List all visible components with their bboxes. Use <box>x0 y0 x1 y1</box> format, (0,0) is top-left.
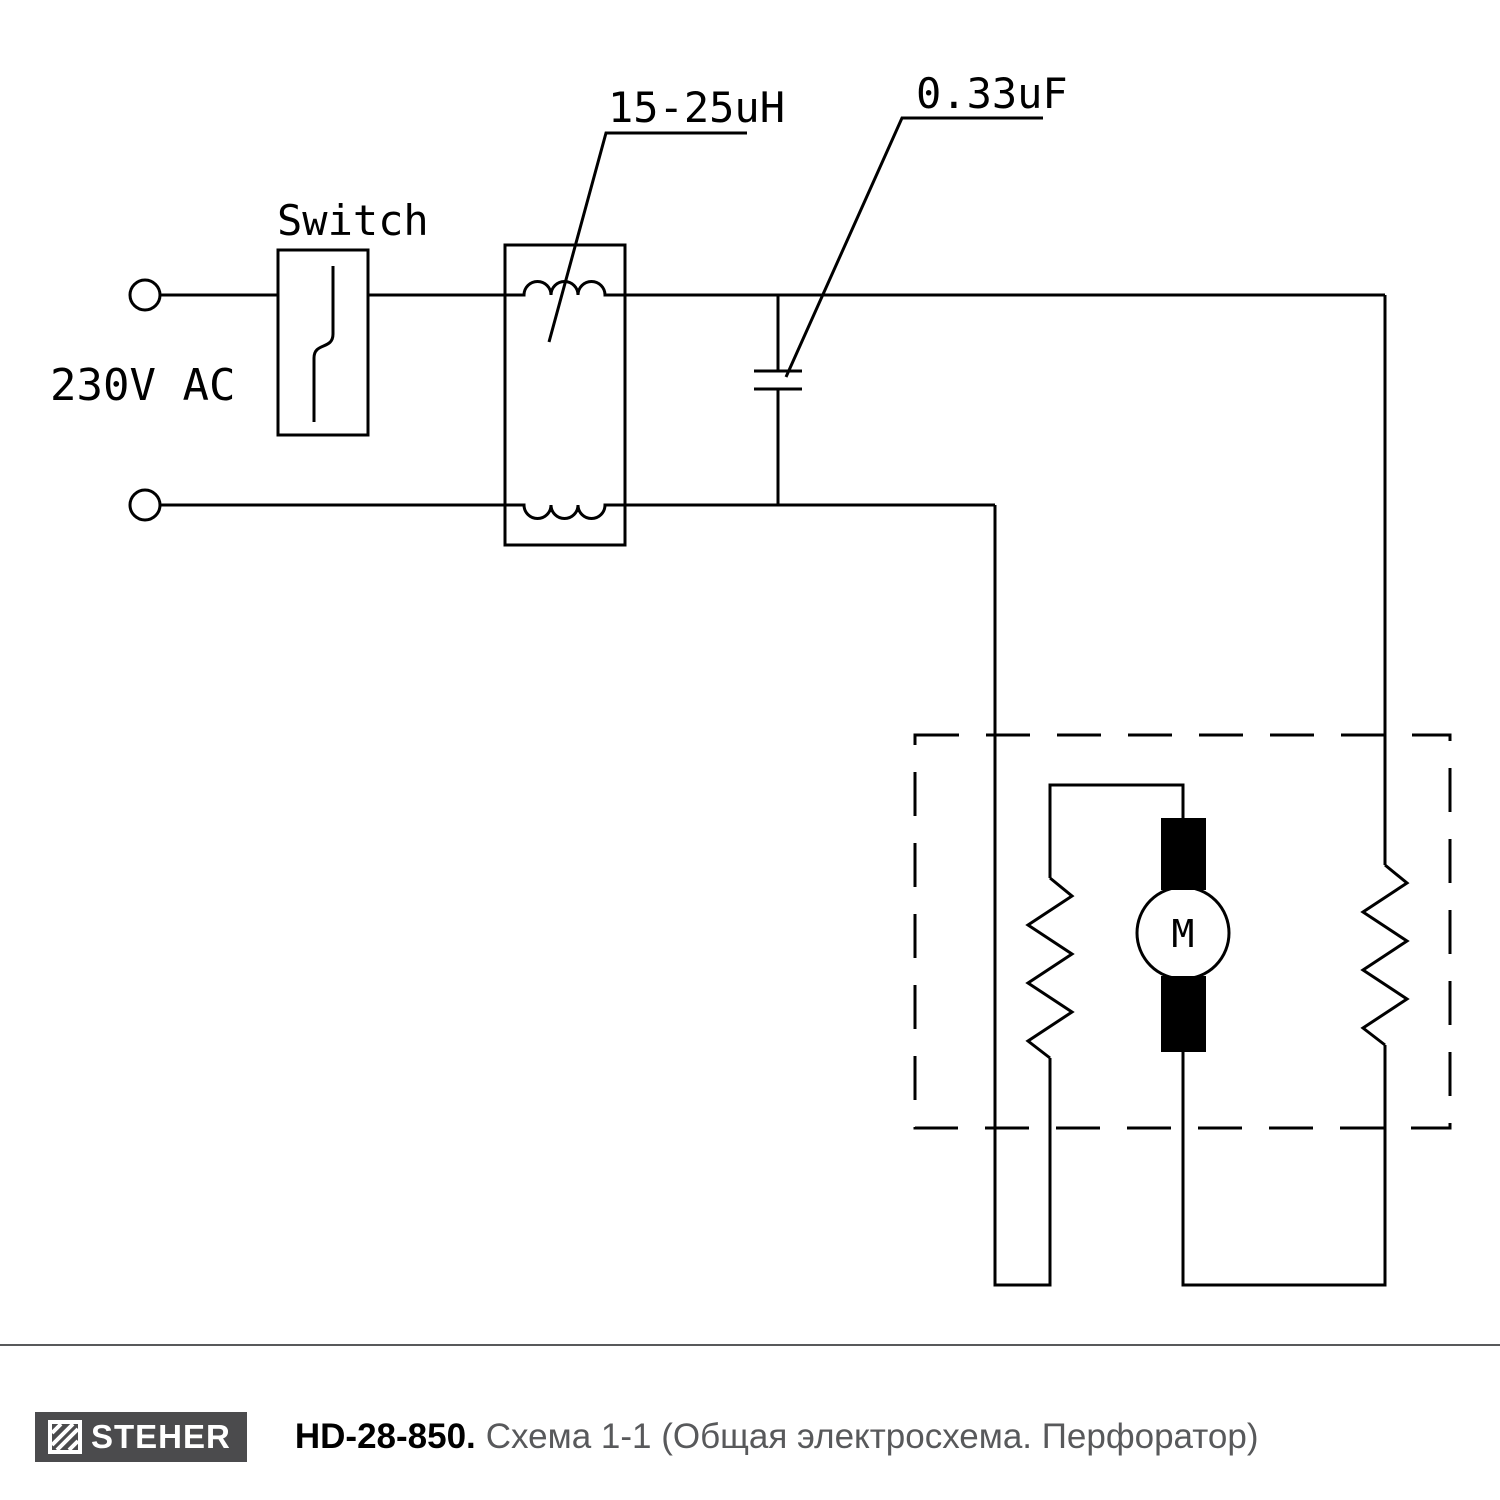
motor-brush-bottom <box>1161 976 1206 1052</box>
brand-name: STEHER <box>91 1418 231 1455</box>
switch-box <box>276 248 370 437</box>
circuit-wires <box>160 293 1387 1287</box>
footer-caption: HD-28-850.Схема 1-1 (Общая электросхема.… <box>295 1417 1259 1457</box>
inductance-leader-line <box>547 131 747 343</box>
field-winding-right <box>1360 863 1410 1047</box>
emi-filter-box <box>503 243 627 547</box>
capacitor-plates <box>754 369 802 391</box>
filter-coil-bottom <box>505 503 625 520</box>
footer-separator <box>0 1344 1500 1346</box>
voltage-label: 230V AC <box>50 360 235 411</box>
inductance-label: 15-25uH <box>608 83 785 132</box>
motor-assembly-dashed-box <box>913 733 1452 1130</box>
capacitance-leader-line <box>784 116 1043 378</box>
field-winding-left <box>1025 876 1075 1060</box>
model-number: HD-28-850. <box>294 1417 476 1456</box>
input-terminal-bottom <box>128 488 162 522</box>
steher-logo-icon <box>48 1420 82 1454</box>
circuit-schematic: 230V AC Switch 15-25uH 0.33uF M <box>50 69 1452 1287</box>
motor-letter: M <box>1172 912 1195 956</box>
schematic-caption: Схема 1-1 (Общая электросхема. Перфорато… <box>485 1417 1259 1456</box>
footer: STEHER HD-28-850.Схема 1-1 (Общая электр… <box>35 1410 1465 1464</box>
motor-brush-top <box>1161 818 1206 890</box>
capacitance-label: 0.33uF <box>916 69 1068 118</box>
switch-contact-symbol <box>312 266 335 422</box>
switch-label: Switch <box>277 196 429 245</box>
input-terminal-top <box>128 278 162 312</box>
brand-logo: STEHER <box>35 1412 247 1462</box>
circuit-lines <box>128 116 1452 1287</box>
